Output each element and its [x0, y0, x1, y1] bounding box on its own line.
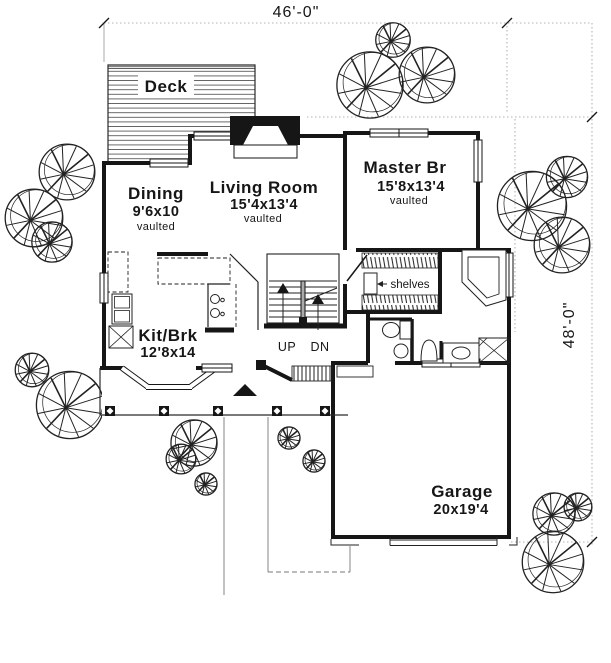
- window: [201, 363, 233, 373]
- master-size: 15'8x13'4: [377, 179, 445, 195]
- garage-door: [330, 537, 518, 546]
- deck-area: [107, 64, 256, 164]
- width-dimension: 46'-0": [273, 4, 320, 21]
- bush: [302, 449, 326, 473]
- stairs-up-arrow: [277, 283, 289, 293]
- height-dimension: 48'-0": [561, 302, 578, 349]
- tree: [31, 221, 73, 263]
- bush: [277, 426, 301, 450]
- entry-steps: [233, 365, 374, 396]
- tree: [398, 46, 456, 104]
- stove: [111, 293, 133, 325]
- master-note: vaulted: [390, 195, 428, 207]
- entry-door-post: [256, 360, 266, 370]
- entry-marker: [233, 384, 257, 396]
- closet: [361, 252, 439, 311]
- walkway-driveway: [223, 417, 351, 595]
- window: [149, 158, 189, 168]
- corner-tub: [461, 249, 507, 307]
- corner-shower: [478, 337, 510, 364]
- kitchen-name: Kit/Brk: [138, 326, 197, 345]
- vanity-sink: [442, 342, 480, 364]
- living-note: vaulted: [244, 213, 282, 225]
- shelves-label: shelves: [391, 279, 430, 291]
- living-name: Living Room: [210, 178, 318, 197]
- tree: [38, 143, 96, 201]
- stairs-dn-label: DN: [310, 340, 329, 354]
- tree: [336, 51, 404, 119]
- window: [369, 128, 429, 138]
- tree: [546, 156, 588, 198]
- refrigerator: [108, 325, 134, 349]
- tree: [165, 443, 197, 475]
- labels: Deck Dining 9'6x10 vaulted Living Room 1…: [128, 4, 578, 518]
- dining-size: 9'6x10: [133, 204, 180, 220]
- tree: [563, 492, 593, 522]
- garage-name: Garage: [431, 482, 493, 501]
- fireplace: [230, 116, 300, 159]
- porch-post: [159, 406, 169, 416]
- tree: [532, 492, 576, 536]
- kitchen-fixtures: [107, 251, 259, 349]
- deck-label: Deck: [145, 77, 188, 96]
- porch-post: [272, 406, 282, 416]
- tree: [4, 188, 64, 248]
- toilet: [382, 320, 412, 340]
- garage-size: 20x19'4: [433, 502, 488, 518]
- pedestal-sink: [393, 343, 409, 359]
- tree: [533, 216, 591, 274]
- window: [193, 131, 233, 141]
- pantry-cabinet: [107, 251, 129, 293]
- window: [99, 272, 109, 304]
- dimension-lines: [98, 17, 598, 548]
- dimension-tick-marks: [98, 17, 598, 548]
- porch-post: [320, 406, 330, 416]
- kitchen-sink: [210, 294, 225, 318]
- pedestal-sink: [420, 339, 438, 362]
- bath-fixtures: [382, 249, 510, 364]
- porch-post: [105, 406, 115, 416]
- living-size: 15'4x13'4: [230, 197, 298, 213]
- porch-post: [213, 406, 223, 416]
- tree: [14, 352, 50, 388]
- bush: [194, 472, 218, 496]
- stairs: [266, 253, 340, 330]
- dining-name: Dining: [128, 184, 184, 203]
- tree: [375, 22, 411, 58]
- tree: [521, 530, 585, 594]
- window: [473, 139, 483, 183]
- porch-posts: [105, 406, 330, 416]
- porch: [99, 368, 348, 416]
- stairs-dn-arrow: [312, 294, 324, 304]
- stairs-up-label: UP: [278, 340, 296, 354]
- tree: [35, 370, 105, 440]
- kitchen-counter: [157, 253, 259, 330]
- kitchen-size: 12'8x14: [140, 345, 195, 361]
- tree: [496, 170, 568, 242]
- master-name: Master Br: [364, 158, 447, 177]
- dining-note: vaulted: [137, 221, 175, 233]
